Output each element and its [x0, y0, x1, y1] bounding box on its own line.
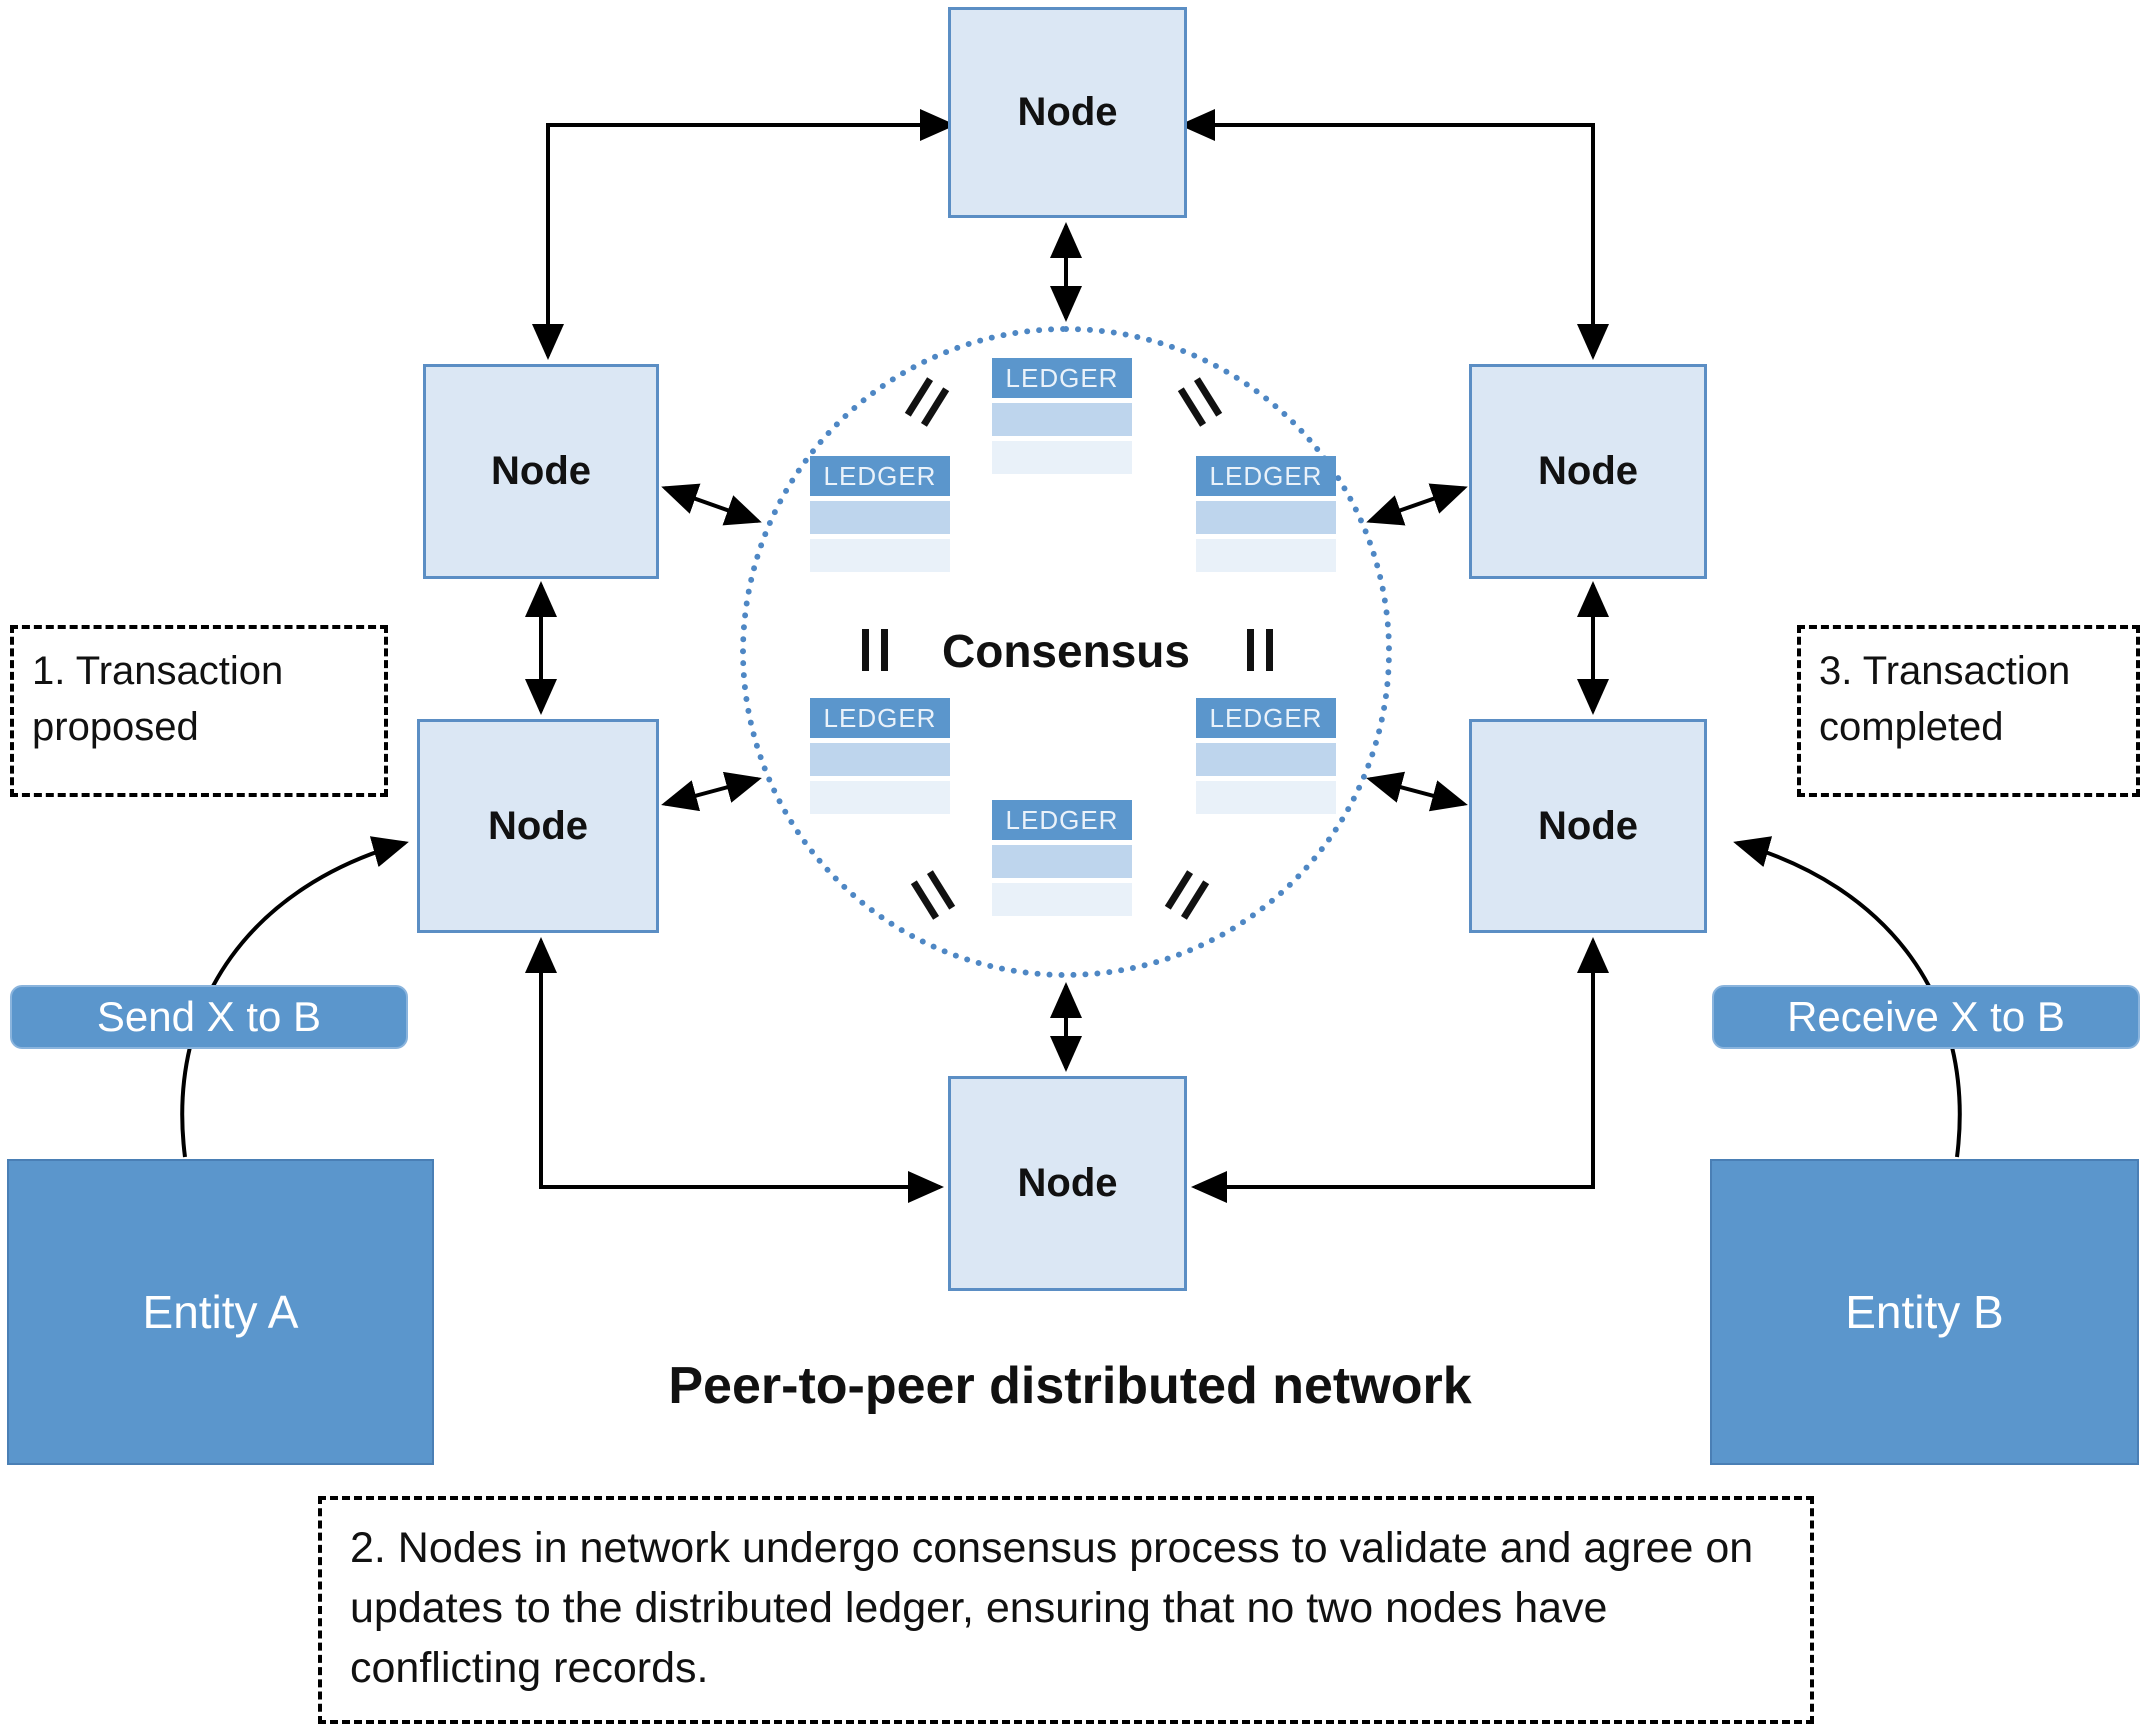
- ledger-left: LEDGER: [810, 456, 950, 572]
- node-box-lower-right: Node: [1469, 719, 1707, 933]
- arrow-lowerright-circle: [1366, 771, 1468, 812]
- entity-b-box: Entity B: [1710, 1159, 2139, 1465]
- node-label: Node: [491, 449, 591, 493]
- node-box-bottom: Node: [948, 1076, 1187, 1291]
- diagram-title: Peer-to-peer distributed network: [668, 1357, 1472, 1415]
- entity-b-label: Entity B: [1845, 1286, 2004, 1338]
- ledger-top: LEDGER: [992, 358, 1132, 474]
- node-box-top: Node: [948, 7, 1187, 218]
- node-label: Node: [1538, 449, 1638, 493]
- arrow-entityb-node: [1733, 836, 1962, 1158]
- ledger-title: LEDGER: [992, 358, 1132, 398]
- ledger-row: [1196, 501, 1336, 534]
- ledger-row: [810, 539, 950, 572]
- ledger-right: LEDGER: [1196, 456, 1336, 572]
- arrow-lowerleft-bottomnode: [525, 937, 944, 1203]
- entity-a-box: Entity A: [7, 1159, 434, 1465]
- annotation-transaction-completed: 3. Transaction completed: [1797, 625, 2140, 797]
- arrow-lowerleft-circle: [661, 771, 762, 812]
- ledger-bottom: LEDGER: [992, 800, 1132, 916]
- arrow-topnode-upperleft: [532, 109, 956, 360]
- node-box-upper-left: Node: [423, 364, 659, 579]
- ledger-row: [992, 845, 1132, 878]
- arrow-upperleft-circle: [661, 483, 762, 526]
- ledger-row: [810, 781, 950, 814]
- ledger-bottom-right: LEDGER: [1196, 698, 1336, 814]
- node-box-lower-left: Node: [417, 719, 659, 933]
- consensus-label: Consensus: [942, 625, 1190, 677]
- ledger-row: [1196, 539, 1336, 572]
- ledger-row: [1196, 781, 1336, 814]
- node-label: Node: [1538, 803, 1638, 848]
- arrow-topnode-upperright: [1179, 109, 1609, 360]
- ledger-title: LEDGER: [992, 800, 1132, 840]
- equals-mark-middle-left: [862, 629, 888, 671]
- receive-transaction-label: Receive X to B: [1712, 985, 2140, 1049]
- node-box-upper-right: Node: [1469, 364, 1707, 579]
- ledger-row: [1196, 743, 1336, 776]
- arrow-entitya-node: [180, 836, 409, 1158]
- send-transaction-label: Send X to B: [10, 985, 408, 1049]
- annotation-transaction-proposed: 1. Transaction proposed: [10, 625, 388, 797]
- ledger-bottom-left: LEDGER: [810, 698, 950, 814]
- ledger-row: [810, 743, 950, 776]
- arrow-lowerright-bottomnode: [1191, 937, 1609, 1203]
- annotation-consensus-process: 2. Nodes in network undergo consensus pr…: [318, 1496, 1814, 1724]
- ledger-row: [992, 441, 1132, 474]
- ledger-row: [810, 501, 950, 534]
- node-label: Node: [1017, 90, 1118, 134]
- ledger-row: [992, 403, 1132, 436]
- ledger-title: LEDGER: [810, 456, 950, 496]
- ledger-row: [992, 883, 1132, 916]
- node-label: Node: [1017, 1161, 1118, 1205]
- equals-mark-middle-right: [1247, 629, 1273, 671]
- arrow-upperright-circle: [1366, 483, 1468, 526]
- ledger-title: LEDGER: [810, 698, 950, 738]
- entity-a-label: Entity A: [142, 1286, 299, 1338]
- ledger-title: LEDGER: [1196, 698, 1336, 738]
- ledger-title: LEDGER: [1196, 456, 1336, 496]
- node-label: Node: [488, 803, 588, 848]
